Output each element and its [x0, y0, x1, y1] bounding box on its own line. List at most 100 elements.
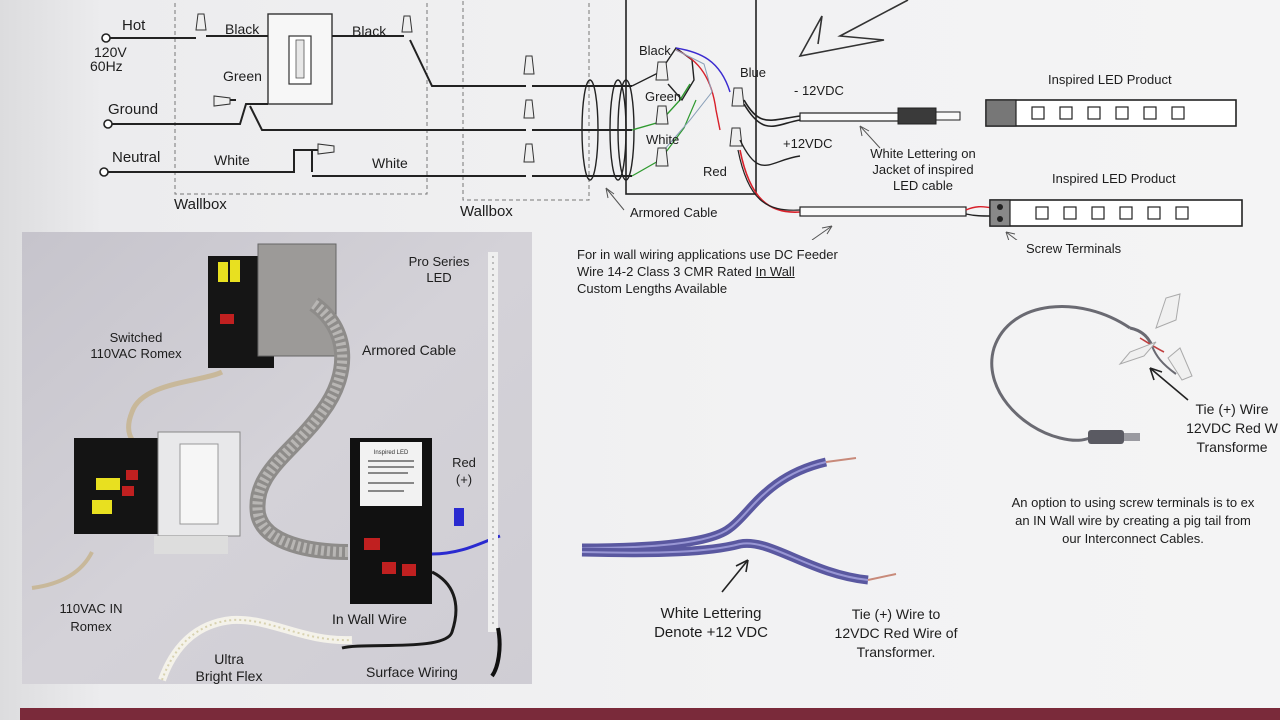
arrow-white-lettering-feeder	[721, 559, 749, 593]
red-plus-line-2: (+)	[455, 472, 473, 487]
neutral-label: Neutral	[112, 149, 161, 166]
feeder-note-line-2a: Wire 14-2 Class 3 CMR Rated	[577, 264, 756, 279]
pigtail-option-line-3: our Interconnect Cables.	[1062, 531, 1204, 546]
red-plus-label: Red (+)	[446, 454, 482, 488]
pigtail-wire-nut-2	[1118, 341, 1157, 366]
pro-series-label: Pro Series LED	[402, 254, 476, 286]
tie-wire-feeder-line-3: Transformer.	[856, 644, 936, 660]
product-2-label: Inspired LED Product	[1052, 171, 1176, 186]
driver-red-label: Red	[703, 164, 727, 179]
installation-photo: Inspired LED Pro Series LED S	[22, 232, 532, 684]
ground-terminal	[103, 119, 113, 129]
pigtail-wire-nut-3	[1167, 347, 1193, 381]
tie-wire-feeder-label: Tie (+) Wire to 12VDC Red Wire of Transf…	[818, 605, 974, 662]
driver-red-wire	[675, 49, 721, 131]
wire-nut-hot-left	[195, 13, 207, 31]
driver-box-label: Inspired LED	[374, 450, 409, 456]
photo-armored-cable-label: Armored Cable	[362, 342, 457, 358]
driver-junction-box	[625, 0, 757, 195]
green-wire-label: Green	[223, 68, 262, 84]
arrow-screw-terminals	[1005, 231, 1018, 240]
hot-terminal	[101, 33, 111, 43]
barrel-plug	[897, 107, 937, 125]
footer-color-band	[20, 708, 1280, 720]
wiring-diagram	[99, 0, 1243, 240]
driver-blue-wire	[675, 47, 731, 93]
product-1-label: Inspired LED Product	[1048, 72, 1172, 87]
dc-cable-1	[799, 112, 901, 122]
driver-wire-nut-4	[731, 87, 745, 107]
driver-wire-nut-5	[729, 127, 743, 147]
wire-nut-wb2-1	[523, 55, 535, 75]
pigtail-option-line-1: An option to using screw terminals is to…	[1011, 495, 1255, 510]
white-wire-label-right: White	[372, 155, 408, 171]
driver-black-label: Black	[639, 43, 671, 58]
tie-wire-feeder-line-1: Tie (+) Wire to	[851, 606, 941, 622]
driver-white-label: White	[646, 132, 680, 147]
wire-nut-wb2-3	[523, 143, 535, 163]
driver-green-label: Green	[645, 89, 682, 104]
ac-in-line-1: 110VAC IN	[59, 601, 123, 616]
ultra-bright-line-1: Ultra	[214, 651, 244, 667]
pigtail-option-note: An option to using screw terminals is to…	[986, 494, 1280, 548]
tie-wire-pigtail-line-2: 12VDC Red W	[1186, 420, 1278, 436]
in-wall-wire-label: In Wall Wire	[332, 611, 407, 627]
wallbox-left-outline	[174, 0, 428, 195]
black-wire-label-right: Black	[352, 23, 387, 39]
driver-blue-label: Blue	[740, 65, 767, 80]
tie-wire-pigtail-line-3: Transforme	[1196, 439, 1268, 455]
driver-wire-nut-3	[655, 147, 669, 167]
large-pointer-arrow	[798, 0, 909, 58]
plus-12vdc-label: +12VDC	[783, 136, 833, 151]
pro-series-line-2: LED	[426, 270, 452, 285]
neutral-terminal	[99, 167, 109, 177]
white-lettering-feeder-line-2: Denote +12 VDC	[654, 624, 768, 641]
led-strip-2	[989, 199, 1243, 227]
wallbox-label-left: Wallbox	[174, 196, 227, 213]
voltage-label-1: 120V	[94, 44, 127, 60]
armored-cable-label: Armored Cable	[630, 205, 718, 220]
pigtail-wire-nut-1	[1155, 293, 1181, 329]
wire-nut-ground	[213, 95, 231, 107]
driver-wire-nut-1	[655, 61, 669, 81]
ac-in-line-2: Romex	[70, 619, 112, 634]
pigtail-barrel-plug	[1088, 430, 1124, 444]
switched-romex-line-2: 110VAC Romex	[90, 346, 182, 361]
tie-wire-pigtail-line-1: Tie (+) Wire	[1195, 401, 1269, 417]
white-lettering-feeder-label: White Lettering Denote +12 VDC	[636, 604, 786, 642]
wire-nut-neutral	[317, 143, 335, 155]
wallbox-label-right: Wallbox	[460, 203, 513, 220]
white-lettering-note-line-3: LED cable	[893, 178, 953, 193]
ground-label: Ground	[108, 101, 159, 118]
arrow-feeder	[811, 225, 833, 240]
ultra-bright-line-2: Bright Flex	[195, 668, 263, 684]
tie-wire-pigtail-label: Tie (+) Wire 12VDC Red W Transforme	[1180, 400, 1280, 457]
arrow-armored-cable	[605, 187, 625, 211]
hot-label: Hot	[122, 17, 146, 34]
dc-cable-2	[799, 206, 967, 217]
wallbox-right-outline	[462, 0, 590, 201]
minus-12vdc-label: - 12VDC	[794, 83, 844, 98]
switched-romex-line-1: Switched	[109, 330, 163, 345]
ac-in-label: 110VAC IN Romex	[46, 600, 136, 636]
black-wire-label-left: Black	[225, 21, 260, 37]
white-lettering-note: White Lettering on Jacket of inspired LE…	[858, 146, 988, 194]
feeder-wire-illustration	[581, 457, 897, 593]
wire-nut-hot-right	[401, 15, 413, 33]
red-plus-line-1: Red	[452, 455, 476, 470]
white-wire-label-left: White	[214, 152, 250, 168]
led-strip-1	[985, 99, 1237, 127]
installation-photo-graphic: Inspired LED	[22, 232, 532, 684]
screw-terminals-label: Screw Terminals	[1026, 241, 1122, 256]
feeder-note-line-2: Wire 14-2 Class 3 CMR Rated In Wall	[577, 263, 838, 280]
arrow-white-lettering	[859, 125, 881, 149]
arrow-tie-wire	[1149, 367, 1189, 401]
surface-wiring-label: Surface Wiring	[366, 664, 458, 680]
pigtail-illustration	[990, 293, 1193, 444]
tie-wire-feeder-line-2: 12VDC Red Wire of	[834, 625, 958, 641]
driver-wire-nut-2	[655, 105, 669, 125]
voltage-label-2: 60Hz	[90, 58, 123, 74]
switched-romex-label: Switched 110VAC Romex	[78, 330, 194, 362]
feeder-note-line-3: Custom Lengths Available	[577, 281, 728, 296]
feeder-note-line-2b: In Wall	[755, 264, 795, 279]
